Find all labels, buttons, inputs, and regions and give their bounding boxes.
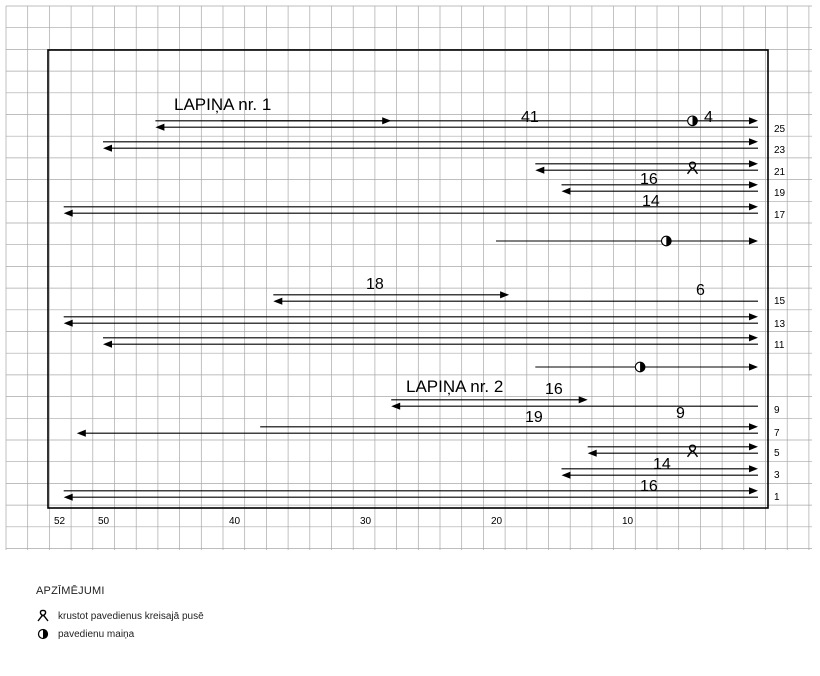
grid bbox=[5, 5, 812, 550]
row-label: 9 bbox=[774, 405, 780, 416]
arrow-head bbox=[749, 363, 758, 371]
row-label: 5 bbox=[774, 448, 780, 459]
row-label: 15 bbox=[774, 296, 786, 307]
column-label: 10 bbox=[622, 516, 634, 527]
row-label: 23 bbox=[774, 145, 786, 156]
row-label: 13 bbox=[774, 319, 786, 330]
arrow-head bbox=[749, 443, 758, 451]
row-label: 21 bbox=[774, 167, 786, 178]
color-change-icon bbox=[687, 115, 698, 127]
symbols bbox=[634, 115, 699, 458]
row-label: 3 bbox=[774, 470, 780, 481]
color-change-icon bbox=[36, 627, 50, 641]
arrow-head bbox=[76, 429, 86, 437]
count-label: 16 bbox=[640, 171, 658, 188]
count-label: 19 bbox=[525, 409, 543, 426]
count-label: 18 bbox=[366, 276, 384, 293]
part-label-1: LAPIŅA nr. 1 bbox=[174, 95, 271, 114]
arrow-head bbox=[587, 449, 597, 457]
arrow-head bbox=[273, 297, 283, 305]
arrow-head bbox=[63, 319, 73, 327]
arrow-head bbox=[535, 166, 545, 174]
column-label: 52 bbox=[54, 516, 66, 527]
color-change-icon bbox=[660, 235, 672, 247]
arrow-head bbox=[749, 465, 758, 473]
count-label: 6 bbox=[696, 282, 705, 299]
arrow-head bbox=[500, 291, 510, 299]
count-label: 16 bbox=[640, 478, 658, 495]
cross-threads-icon bbox=[686, 161, 699, 175]
arrow-head bbox=[749, 423, 758, 431]
row-label: 7 bbox=[774, 428, 780, 439]
arrow-head bbox=[749, 181, 758, 189]
arrow-head bbox=[749, 138, 758, 146]
arrow-head bbox=[63, 493, 73, 501]
column-label: 30 bbox=[360, 516, 372, 527]
arrow-head bbox=[749, 313, 758, 321]
row-label: 11 bbox=[774, 340, 785, 351]
arrow-head bbox=[103, 144, 112, 152]
color-change-icon bbox=[634, 361, 646, 373]
count-label: 14 bbox=[653, 456, 671, 473]
cross-threads-icon bbox=[36, 609, 50, 623]
legend-text: krustot pavedienus kreisajā pusē bbox=[58, 610, 204, 622]
column-label: 50 bbox=[98, 516, 110, 527]
arrow-head bbox=[561, 187, 571, 195]
legend-text: pavedienu maiņa bbox=[58, 628, 135, 640]
legend-item-color-change: pavedienu maiņa bbox=[36, 627, 134, 641]
count-label: 14 bbox=[642, 193, 660, 210]
column-label: 40 bbox=[229, 516, 241, 527]
row-label: 17 bbox=[774, 210, 786, 221]
column-label: 20 bbox=[491, 516, 503, 527]
part-label-2: LAPIŅA nr. 2 bbox=[406, 377, 503, 396]
count-label: 9 bbox=[676, 405, 685, 422]
count-label: 41 bbox=[521, 109, 539, 126]
arrow-head bbox=[391, 402, 401, 410]
knitting-diagram: LAPIŅA nr. 1 LAPIŅA nr. 2 41 4 16 14 18 … bbox=[5, 5, 812, 550]
diagram-frame bbox=[47, 49, 769, 509]
row-label: 1 bbox=[774, 492, 780, 503]
legend-title: APZĪMĒJUMI bbox=[36, 585, 105, 597]
arrow-head bbox=[63, 209, 73, 217]
count-label: 16 bbox=[545, 381, 563, 398]
arrow-head bbox=[561, 471, 571, 479]
arrow-head bbox=[749, 160, 758, 168]
legend: APZĪMĒJUMI krustot pavedienus kreisajā p… bbox=[36, 585, 436, 665]
arrow-head bbox=[749, 487, 758, 495]
arrow-head bbox=[155, 123, 165, 131]
count-label: 4 bbox=[704, 109, 713, 126]
legend-item-cross: krustot pavedienus kreisajā pusē bbox=[36, 609, 204, 623]
arrow-head bbox=[103, 340, 112, 348]
arrow-head bbox=[578, 396, 588, 404]
arrow-head bbox=[749, 117, 758, 125]
arrow-head bbox=[382, 117, 392, 125]
row-label: 19 bbox=[774, 188, 786, 199]
row-label: 25 bbox=[774, 124, 786, 135]
arrow-head bbox=[749, 334, 758, 342]
cross-threads-icon bbox=[686, 444, 699, 458]
labels: LAPIŅA nr. 1 LAPIŅA nr. 2 41 4 16 14 18 … bbox=[54, 95, 786, 527]
row-arrows bbox=[63, 117, 758, 501]
arrow-head bbox=[749, 203, 758, 211]
arrow-head bbox=[749, 237, 758, 245]
